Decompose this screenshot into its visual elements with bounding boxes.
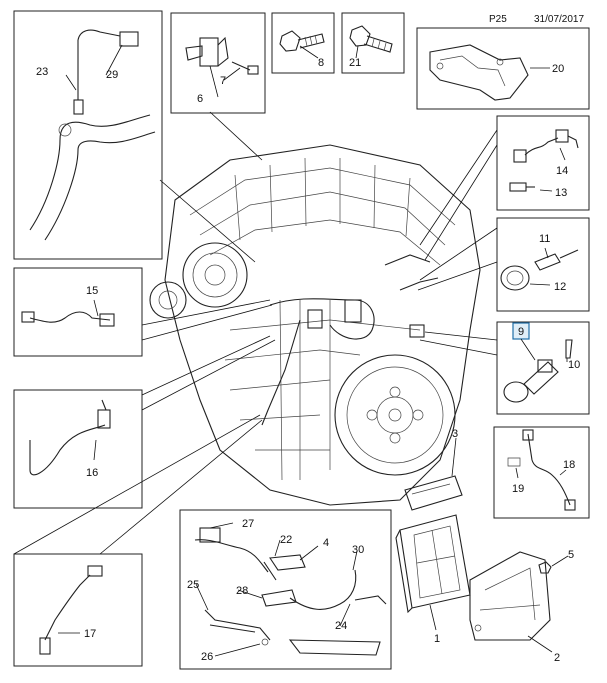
callout-25: 25	[187, 579, 199, 591]
box-20	[416, 27, 590, 110]
callout-27: 27	[242, 518, 254, 530]
callout-20: 20	[552, 63, 564, 75]
diagram-date: 31/07/2017	[534, 14, 585, 25]
callout-3: 3	[452, 428, 458, 440]
box-8	[271, 12, 335, 74]
callout-30: 30	[352, 544, 364, 556]
callout-6: 6	[197, 93, 203, 105]
nut-part	[538, 561, 552, 574]
box-18-19	[493, 426, 590, 519]
callout-13: 13	[555, 187, 567, 199]
callout-22: 22	[280, 534, 292, 546]
ecu-cover	[404, 475, 463, 511]
callout-21: 21	[349, 57, 361, 69]
callout-14: 14	[556, 165, 568, 177]
engine-assembly	[149, 144, 481, 506]
callout-19: 19	[512, 483, 524, 495]
callout-23: 23	[36, 66, 48, 78]
callout-11: 11	[539, 233, 550, 245]
box-23-29	[13, 10, 163, 260]
box-9-10	[496, 321, 590, 415]
callout-1: 1	[434, 633, 440, 645]
box-11-12	[496, 217, 590, 312]
callout-24: 24	[335, 620, 347, 632]
callout-18: 18	[563, 459, 575, 471]
box-15	[13, 267, 143, 357]
leader-lines	[13, 111, 498, 555]
callout-17: 17	[84, 628, 96, 640]
callout-15: 15	[86, 285, 98, 297]
callout-8: 8	[318, 57, 324, 69]
callout-29: 29	[106, 69, 118, 81]
ecu-bracket	[469, 551, 551, 641]
callout-28: 28	[236, 585, 248, 597]
ecu-module	[395, 514, 471, 614]
box-6-7	[170, 12, 266, 114]
box-21	[341, 12, 405, 74]
box-13-14	[496, 115, 590, 211]
callout-10: 10	[568, 359, 580, 371]
callout-26: 26	[201, 651, 213, 663]
box-16	[13, 389, 143, 509]
callout-16: 16	[86, 467, 98, 479]
box-22-30	[179, 509, 392, 670]
callout-5: 5	[568, 549, 574, 561]
callout-9: 9	[518, 326, 524, 338]
page-number: P25	[489, 14, 507, 25]
callout-4: 4	[323, 537, 329, 549]
callout-12: 12	[554, 281, 566, 293]
box-17	[13, 553, 143, 667]
callout-7: 7	[220, 75, 226, 87]
callout-2: 2	[554, 652, 560, 664]
